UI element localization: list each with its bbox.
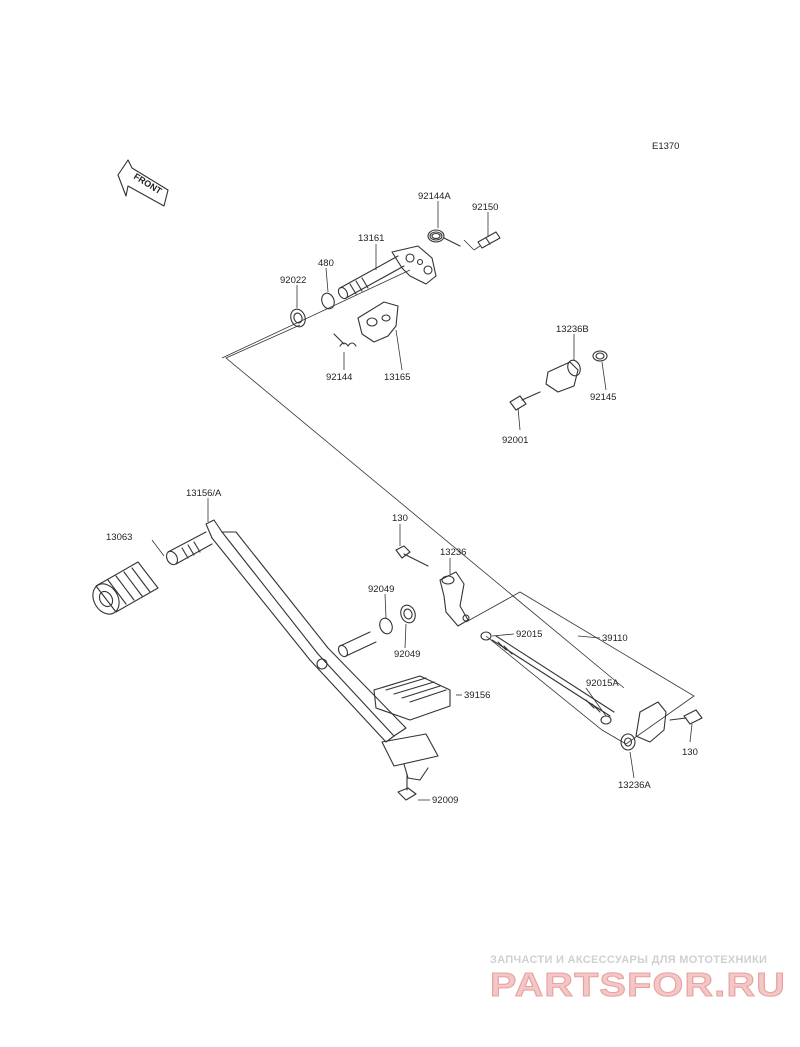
label-92022: 92022 — [280, 275, 306, 286]
nut-92015 — [480, 631, 492, 641]
nut-92009 — [397, 773, 417, 801]
label-480: 480 — [318, 258, 334, 269]
label-13063: 13063 — [106, 532, 132, 543]
plate-13165 — [357, 301, 399, 343]
label-39110: 39110 — [602, 633, 628, 644]
label-13236A: 13236A — [618, 780, 651, 791]
bolt-130-b — [669, 709, 703, 725]
label-39156: 39156 — [464, 690, 490, 701]
front-arrow-icon: FRONT — [117, 159, 169, 207]
pedal-peg-shaft — [165, 531, 213, 566]
pad-39156 — [373, 675, 451, 721]
label-92015: 92015 — [516, 629, 542, 640]
label-130-right: 130 — [682, 747, 698, 758]
label-13161: 13161 — [358, 233, 384, 244]
label-92144: 92144 — [326, 372, 352, 383]
ring-480 — [321, 292, 335, 310]
label-92001: 92001 — [502, 435, 528, 446]
label-92015A: 92015A — [586, 678, 619, 689]
label-92009: 92009 — [432, 795, 458, 806]
bolt-92001 — [509, 391, 541, 411]
pin-92150 — [477, 231, 501, 249]
lever-13236 — [439, 571, 470, 627]
diagram-code: E1370 — [652, 141, 679, 152]
part-labels: 92144A 92150 13161 480 92022 92144 13165… — [106, 191, 698, 806]
label-92049-upper: 92049 — [368, 584, 394, 595]
reference-lines — [221, 239, 695, 745]
label-92150: 92150 — [472, 202, 498, 213]
washer-92049-a — [379, 617, 393, 635]
pedal-pivot-shaft — [337, 631, 377, 658]
spring-92144A — [427, 229, 461, 247]
watermark-tagline: ЗАПЧАСТИ И АКСЕССУАРЫ ДЛЯ МОТОТЕХНИКИ — [490, 954, 767, 966]
label-13165: 13165 — [384, 372, 410, 383]
label-13236: 13236 — [440, 547, 466, 558]
label-130-top: 130 — [392, 513, 408, 524]
rod-end-13236A — [620, 701, 667, 751]
nut-92015A — [600, 715, 612, 725]
lever-13236B — [545, 359, 581, 393]
watermark: ЗАПЧАСТИ И АКСЕССУАРЫ ДЛЯ МОТОТЕХНИКИ PA… — [490, 954, 786, 1004]
shift-pedal-13156A — [205, 519, 439, 781]
label-13236B: 13236B — [556, 324, 589, 335]
washer-92022 — [290, 308, 306, 328]
label-92144A: 92144A — [418, 191, 451, 202]
label-leaders — [151, 201, 693, 801]
front-label: FRONT — [132, 171, 164, 196]
tie-rod-39110 — [491, 635, 615, 717]
bolt-130-a — [395, 545, 429, 567]
shift-shaft-13161 — [337, 245, 437, 300]
label-13156A: 13156/A — [186, 488, 222, 499]
clip-92145 — [592, 350, 608, 362]
rubber-13063 — [92, 561, 159, 615]
washer-92049-b — [400, 604, 416, 624]
label-92145: 92145 — [590, 392, 616, 403]
spring-92144 — [333, 333, 357, 347]
watermark-logo: PARTSFOR.RU — [490, 966, 786, 1003]
label-92049-lower: 92049 — [394, 649, 420, 660]
